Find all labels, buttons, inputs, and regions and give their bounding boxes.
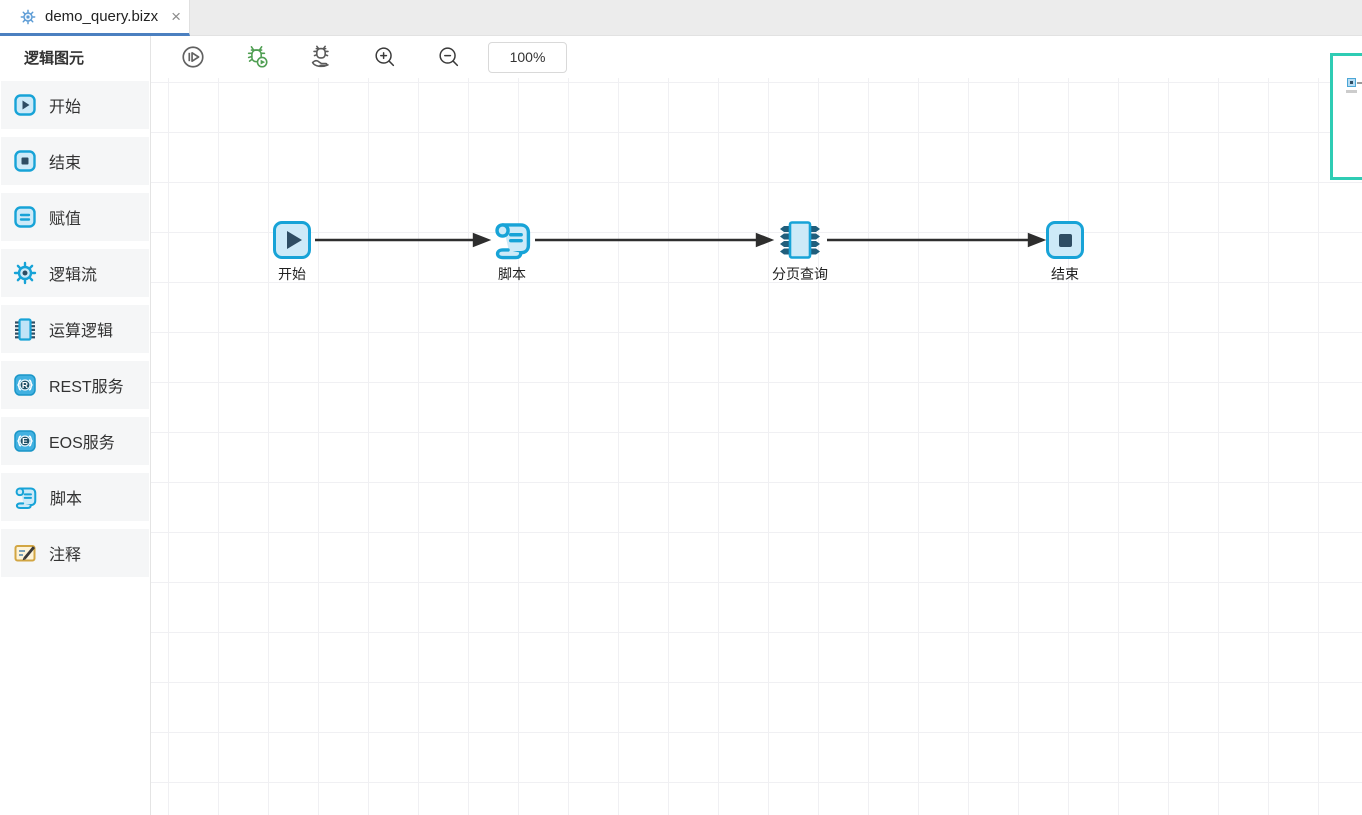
palette-item-label: 赋值 [49, 211, 82, 228]
start-icon [273, 220, 311, 260]
palette-item-script[interactable]: 脚本 [1, 473, 149, 521]
minimap-label [1346, 90, 1357, 93]
palette-item-label: 脚本 [50, 491, 83, 508]
palette-item-start[interactable]: 开始 [1, 81, 149, 129]
start-icon [13, 93, 37, 117]
zoom-in-button[interactable] [371, 43, 399, 71]
palette-item-label: 逻辑流 [49, 267, 98, 284]
node-label: 开始 [278, 266, 306, 282]
debug-run-button[interactable] [243, 43, 271, 71]
node-end[interactable]: 结束 [1015, 220, 1115, 284]
node-start[interactable]: 开始 [242, 220, 342, 284]
chip-icon [13, 317, 37, 341]
step-run-button[interactable] [179, 43, 207, 71]
minimap[interactable] [1330, 53, 1362, 180]
minimap-node [1347, 78, 1356, 87]
palette-header: 逻辑图元 [24, 49, 85, 67]
flow-canvas[interactable]: 100% 开始 [151, 36, 1362, 815]
flow-grid[interactable]: 开始 脚本 [151, 78, 1362, 815]
eos-service-icon: E [13, 429, 37, 453]
palette-item-operation-logic[interactable]: 运算逻辑 [1, 305, 149, 353]
zoom-out-button[interactable] [435, 43, 463, 71]
canvas-toolbar: 100% [151, 36, 1362, 78]
minimap-node-dot [1350, 81, 1353, 84]
minimap-edge [1357, 82, 1362, 84]
palette-item-label: 注释 [49, 547, 82, 564]
chip-icon [776, 220, 824, 260]
palette-item-eos-service[interactable]: E EOS服务 [1, 417, 149, 465]
assign-icon [13, 205, 37, 229]
node-label: 脚本 [498, 266, 526, 282]
palette-item-label: 运算逻辑 [49, 323, 114, 340]
zoom-level-button[interactable]: 100% [488, 41, 567, 73]
tab-title: demo_query.bizx [45, 8, 159, 25]
tab-demo-query[interactable]: demo_query.bizx × [0, 0, 190, 36]
flow-edge[interactable] [315, 232, 1047, 248]
palette-sidebar: 逻辑图元 开始 结束 [0, 36, 151, 815]
palette-item-end[interactable]: 结束 [1, 137, 149, 185]
node-paged-query[interactable]: 分页查询 [750, 220, 850, 284]
gear-icon [13, 261, 37, 285]
gear-icon [20, 9, 36, 25]
palette-item-label: 结束 [49, 155, 82, 172]
node-label: 分页查询 [772, 266, 828, 282]
tab-close-icon[interactable]: × [171, 7, 182, 26]
svg-text:E: E [22, 436, 28, 446]
script-scroll-icon [491, 220, 533, 260]
rest-service-icon: R [13, 373, 37, 397]
palette-item-label: 开始 [49, 99, 82, 116]
palette-item-label: EOS服务 [49, 435, 115, 452]
debug-catch-button[interactable] [307, 43, 335, 71]
svg-text:R: R [22, 380, 28, 390]
tab-bar: demo_query.bizx × [0, 0, 1362, 36]
node-label: 结束 [1051, 266, 1079, 282]
end-icon [1046, 220, 1084, 260]
palette-item-rest-service[interactable]: R REST服务 [1, 361, 149, 409]
flow-edges [315, 232, 1047, 248]
node-script[interactable]: 脚本 [462, 220, 562, 284]
script-scroll-icon [13, 485, 38, 510]
palette-item-assign[interactable]: 赋值 [1, 193, 149, 241]
palette-item-logic-flow[interactable]: 逻辑流 [1, 249, 149, 297]
comment-pencil-icon [13, 541, 37, 565]
palette-item-label: REST服务 [49, 379, 124, 396]
palette-item-comment[interactable]: 注释 [1, 529, 149, 577]
end-icon [13, 149, 37, 173]
